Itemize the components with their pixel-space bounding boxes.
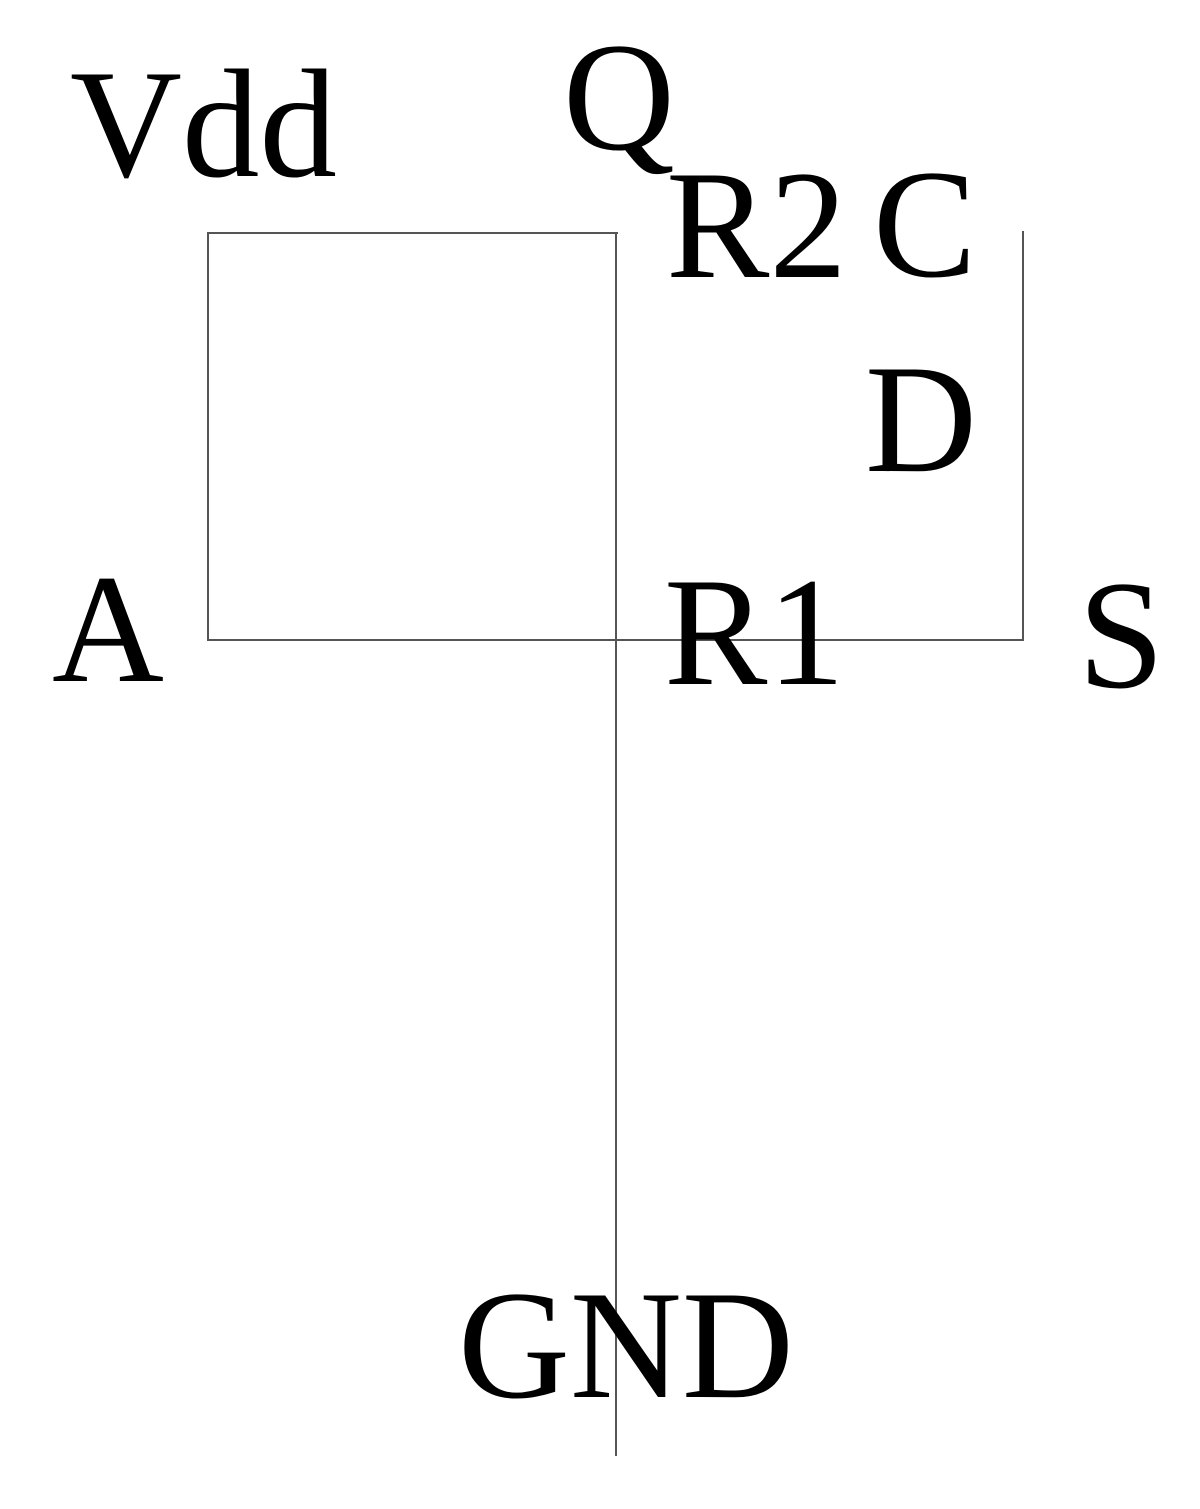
label-vdd: Vdd (70, 38, 337, 210)
label-s: S (1078, 549, 1165, 721)
wire-vertical-c-d-s (1022, 231, 1024, 641)
label-r2: R2 (666, 139, 847, 311)
label-r1: R1 (664, 546, 845, 718)
wire-vertical-q-gnd (615, 232, 617, 1456)
label-gnd: GND (458, 1259, 794, 1431)
label-a: A (52, 543, 164, 715)
label-q: Q (563, 11, 675, 183)
wire-rect-left-edge (207, 232, 209, 641)
label-c: C (873, 138, 977, 310)
label-d: D (865, 333, 977, 505)
wire-rect-top-edge (208, 232, 618, 234)
